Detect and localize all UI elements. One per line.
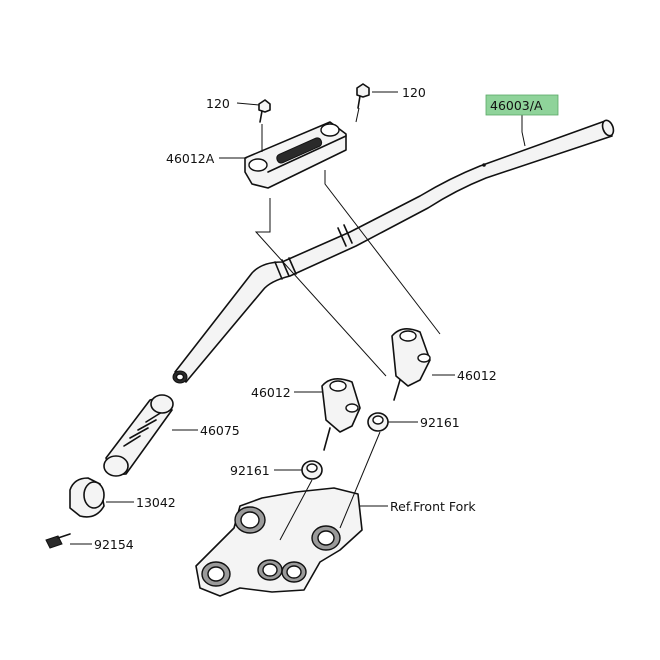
callout-13042: 13042 <box>136 495 176 510</box>
assembly-guide-lines <box>254 107 441 541</box>
callout-handlebar-highlight <box>485 94 559 116</box>
lower-clamp-left <box>321 378 361 451</box>
callout-46012-left: 46012 <box>251 385 291 400</box>
clamp-bolt-left <box>258 99 271 123</box>
clamp-bolt-right <box>356 83 370 109</box>
grip <box>103 394 174 477</box>
callout-46075: 46075 <box>200 423 240 438</box>
handlebar-tube <box>172 119 615 384</box>
callout-92161-left: 92161 <box>230 463 270 478</box>
callout-46012a: 46012A <box>166 151 215 166</box>
callout-46003-a: 46003/A <box>490 98 543 113</box>
callout-92161-right: 92161 <box>420 415 460 430</box>
bar-end-screw <box>45 533 71 549</box>
callout-ref-front-fork: Ref.Front Fork <box>390 499 476 514</box>
spacer-left <box>301 460 323 480</box>
callout-46012-right: 46012 <box>457 368 497 383</box>
callout-120-left: 120 <box>206 96 230 111</box>
spacer-right <box>367 412 389 432</box>
callout-labels: 120 120 46003/A 46012A 46012 46012 92161… <box>94 85 559 552</box>
upper-triple-clamp <box>195 487 363 597</box>
callout-120-right: 120 <box>402 85 426 100</box>
callout-92154: 92154 <box>94 537 134 552</box>
lower-clamp-right <box>391 328 431 401</box>
bar-end-weight <box>69 477 105 518</box>
leader-lines <box>70 91 526 545</box>
upper-clamp <box>244 121 347 189</box>
